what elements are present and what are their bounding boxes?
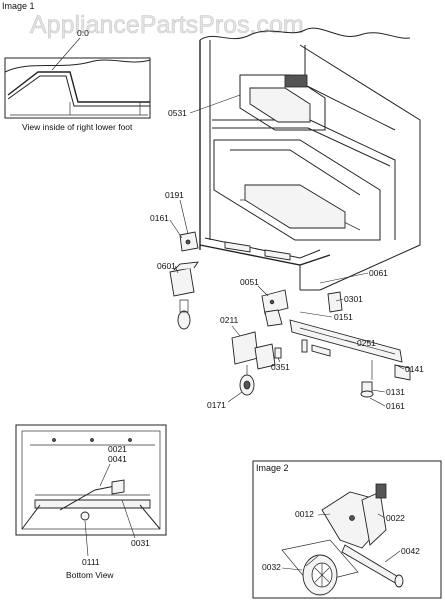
label-0151: 0151: [334, 312, 353, 322]
label-0042: 0042: [401, 546, 420, 556]
bracket-right: [327, 291, 343, 313]
label-0131: 0131: [386, 387, 405, 397]
image2-panel: Image 2 0012 0022 0032 0042: [252, 460, 442, 599]
label-0012: 0012: [295, 509, 314, 519]
image2-header: Image 2: [256, 463, 289, 473]
label-0041: 0041: [108, 454, 127, 464]
leveling-rail: [289, 319, 411, 381]
label-0022: 0022: [386, 513, 405, 523]
watermark: AppliancePartsPros.com: [30, 11, 304, 39]
image1-header: Image 1: [2, 1, 35, 11]
inset-label-partial: 0:0: [77, 28, 89, 38]
label-0191: 0191: [165, 190, 184, 200]
label-0601: 0601: [157, 261, 176, 271]
label-0301: 0301: [344, 294, 363, 304]
leveling-foot: [360, 360, 374, 398]
pin-parts: [274, 339, 331, 359]
center-bracket: [261, 289, 289, 327]
hinge-bracket-left: [169, 231, 199, 330]
label-0111: 0111: [82, 557, 100, 567]
refrigerator-cabinet: [199, 27, 421, 291]
label-0161: 0161: [150, 213, 169, 223]
inset-right-lower-foot: 0:0 View inside of right lower foot: [4, 28, 151, 132]
main-part-labels: 0531 0191 0161 0601 0051 0061 0301 0151 …: [150, 94, 424, 411]
label-0351: 0351: [271, 362, 290, 372]
roller-assembly: [231, 331, 276, 396]
label-0171: 0171: [207, 400, 226, 410]
label-0211: 0211: [220, 315, 239, 325]
inset-bottom-view: 0021 0041 0031 0111 Bottom View: [15, 424, 167, 580]
inset-caption-foot: View inside of right lower foot: [22, 122, 133, 132]
label-0251: 0251: [357, 338, 376, 348]
bottom-view-caption: Bottom View: [66, 570, 114, 580]
label-0061: 0061: [369, 268, 388, 278]
label-0032: 0032: [262, 562, 281, 572]
label-0161-right: 0161: [386, 401, 405, 411]
label-0031: 0031: [131, 538, 150, 548]
label-0021: 0021: [108, 444, 127, 454]
label-0531: 0531: [168, 108, 187, 118]
label-0051: 0051: [240, 277, 259, 287]
label-0141: 0141: [405, 364, 424, 374]
